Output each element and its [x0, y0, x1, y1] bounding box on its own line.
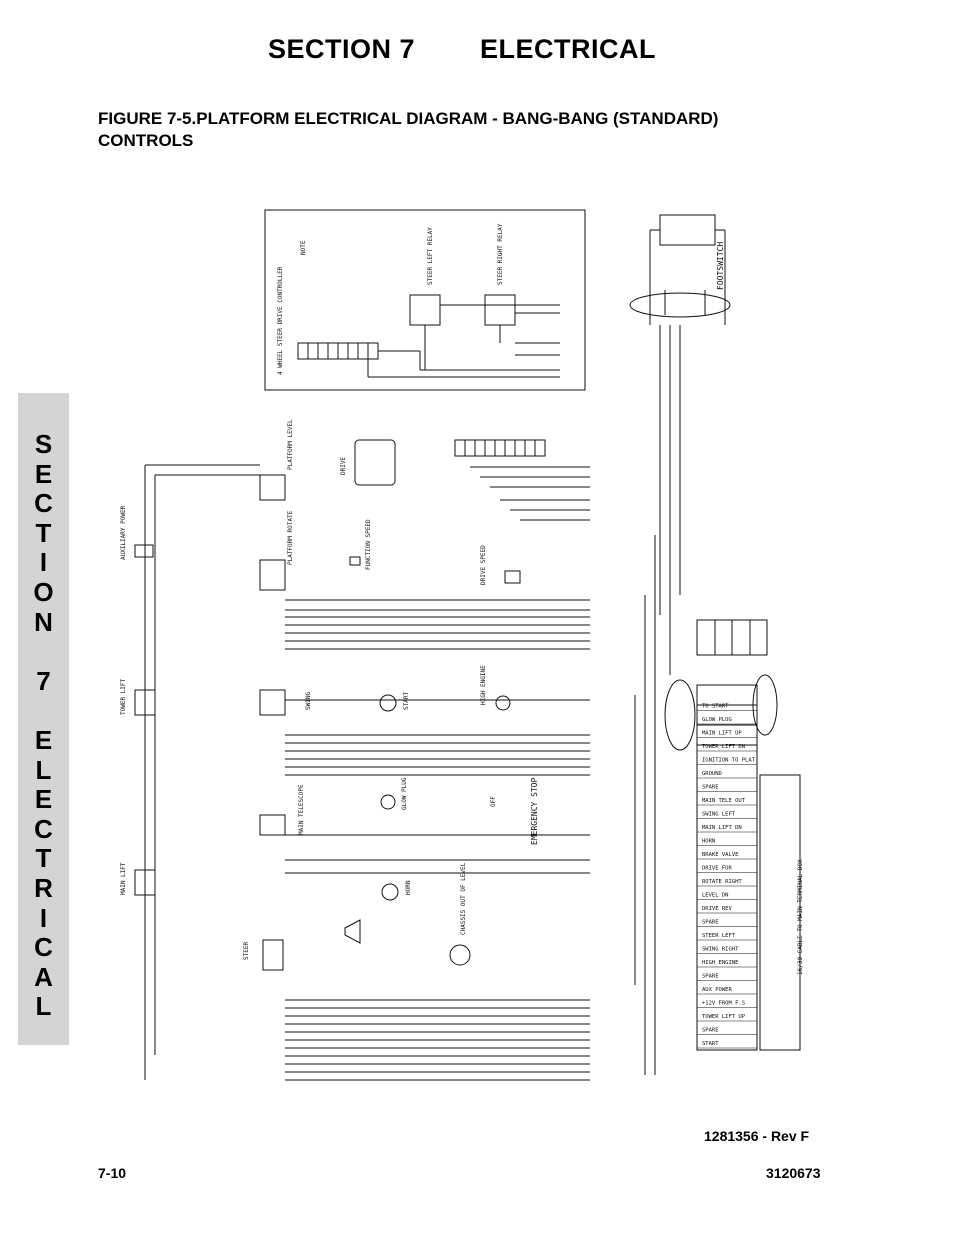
terminal-row-label: STEER LEFT	[702, 933, 736, 939]
terminal-row-label: HORN	[702, 839, 715, 845]
section-number: SECTION 7	[268, 34, 416, 64]
terminal-row-label: +12V FROM F.S	[702, 1001, 745, 1007]
electrical-diagram: FOOTSWITCH DRIVE PLATFORM LEVEL PLATFORM…	[120, 195, 810, 1085]
side-tab-letter: I	[39, 902, 48, 933]
document-number: 3120673	[766, 1165, 821, 1181]
page-number: 7-10	[98, 1165, 127, 1181]
terminal-row-label: SPARE	[702, 1028, 719, 1034]
terminal-strip	[696, 684, 758, 1051]
side-tab-letter: 7	[36, 665, 51, 696]
label-emergency-stop: EMERGENCY STOP	[530, 777, 539, 845]
terminal-row-label: ROTATE RIGHT	[702, 879, 742, 885]
start-switch	[379, 694, 397, 712]
drive-controller-box	[264, 209, 586, 391]
terminal-row-label: MAIN LIFT UP	[702, 731, 742, 737]
terminal-row-label: IGNITION TO PLAT	[702, 758, 756, 764]
terminal-row-label: SWING RIGHT	[702, 947, 739, 953]
terminal-row-label: GROUND	[702, 771, 722, 777]
side-tab-letter: E	[34, 725, 53, 755]
section-title: ELECTRICAL	[480, 34, 656, 64]
label-steer: STEER	[243, 942, 250, 960]
label-horn: HORN	[405, 880, 412, 895]
side-tab-letter: C	[34, 813, 53, 844]
label-note: NOTE	[300, 240, 307, 255]
label-auxiliary-power: AUXILIARY POWER	[120, 505, 127, 560]
terminal-row-label: SPARE	[702, 920, 719, 926]
side-tab-letter: S	[34, 429, 53, 459]
side-tab-letter: N	[34, 606, 53, 637]
terminal-row-label: SWING LEFT	[702, 812, 736, 818]
label-steer-left-relay: STEER LEFT RELAY	[427, 227, 434, 285]
label-high-engine: HIGH ENGINE	[480, 665, 487, 705]
side-tab-letter: O	[33, 577, 54, 607]
label-main-lift: MAIN LIFT	[120, 862, 127, 895]
horn-switch	[381, 883, 399, 901]
side-tab-letter: L	[35, 991, 52, 1022]
side-tab-letter: T	[35, 517, 52, 548]
terminal-row-label: AUX POWER	[702, 987, 732, 993]
label-footswitch: FOOTSWITCH	[716, 242, 725, 290]
side-tab-letter: E	[34, 784, 53, 815]
revision-number: 1281356 - Rev F	[704, 1128, 810, 1144]
label-drive: DRIVE	[340, 457, 347, 475]
label-platform-rotate: PLATFORM ROTATE	[287, 510, 294, 565]
terminal-row-label: TOWER LIFT DN	[702, 744, 745, 750]
figure-title: FIGURE 7-5.PLATFORM ELECTRICAL DIAGRAM -…	[98, 108, 818, 152]
label-four-wheel-steer: 4 WHEEL STEER DRIVE CONTROLLER	[277, 266, 284, 375]
side-tab-letter: A	[34, 961, 53, 992]
label-start: START	[403, 692, 410, 710]
terminal-row-label: HIGH ENGINE	[702, 960, 738, 966]
side-tab-letter: R	[34, 873, 53, 903]
label-terminal-box: 16/30 CABLE TO MAIN TERMINAL BOX	[797, 859, 804, 975]
side-tab-letter: I	[39, 547, 48, 578]
wiring-schematic: FOOTSWITCH DRIVE PLATFORM LEVEL PLATFORM…	[120, 209, 804, 1081]
terminal-row-label: BRAKE VALVE	[702, 852, 738, 858]
side-tab-letter: T	[35, 843, 52, 874]
glow-plug-indicator	[380, 794, 396, 810]
side-tab-letter: C	[34, 932, 53, 963]
terminal-row-label: TO START	[702, 704, 729, 710]
terminal-row-label: LEVEL DN	[702, 893, 729, 899]
figure-title-line-1: FIGURE 7-5.PLATFORM ELECTRICAL DIAGRAM -…	[98, 109, 719, 128]
label-glow-plug: GLOW PLUG	[401, 777, 408, 810]
label-main-telescope: MAIN TELESCOPE	[298, 784, 305, 835]
side-tab-letter: L	[35, 754, 52, 785]
terminal-row-label: DRIVE FOR	[702, 866, 732, 872]
side-tab-letter: C	[34, 488, 53, 519]
terminal-row-label: SPARE	[702, 785, 719, 791]
label-steer-right-relay: STEER RIGHT RELAY	[497, 223, 504, 285]
label-swing: SWING	[305, 692, 312, 710]
terminal-row-label: TOWER LIFT UP	[702, 1014, 746, 1020]
drive-connector	[354, 439, 396, 486]
terminal-row-label: DRIVE REV	[702, 906, 732, 912]
terminal-row-label: START	[702, 1041, 719, 1047]
terminal-row-label: SPARE	[702, 974, 719, 980]
label-function-speed: FUNCTION SPEED	[365, 519, 372, 570]
figure-title-line-2: CONTROLS	[98, 131, 194, 150]
terminal-row-label: MAIN LIFT DN	[702, 825, 742, 831]
chassis-level-indicator	[449, 944, 471, 966]
terminal-row-label: MAIN TELE OUT	[702, 798, 746, 804]
label-tower-lift: TOWER LIFT	[120, 678, 127, 715]
label-chassis-out-of-level: CHASSIS OUT OF LEVEL	[460, 862, 467, 935]
page-header: SECTION 7 ELECTRICAL	[0, 34, 954, 74]
label-drive-speed: DRIVE SPEED	[480, 545, 487, 585]
label-off: OFF	[490, 796, 497, 807]
side-tab-letter: E	[34, 458, 53, 489]
label-platform-level: PLATFORM LEVEL	[287, 419, 294, 470]
terminal-row-label: GLOW PLUG	[702, 717, 732, 723]
